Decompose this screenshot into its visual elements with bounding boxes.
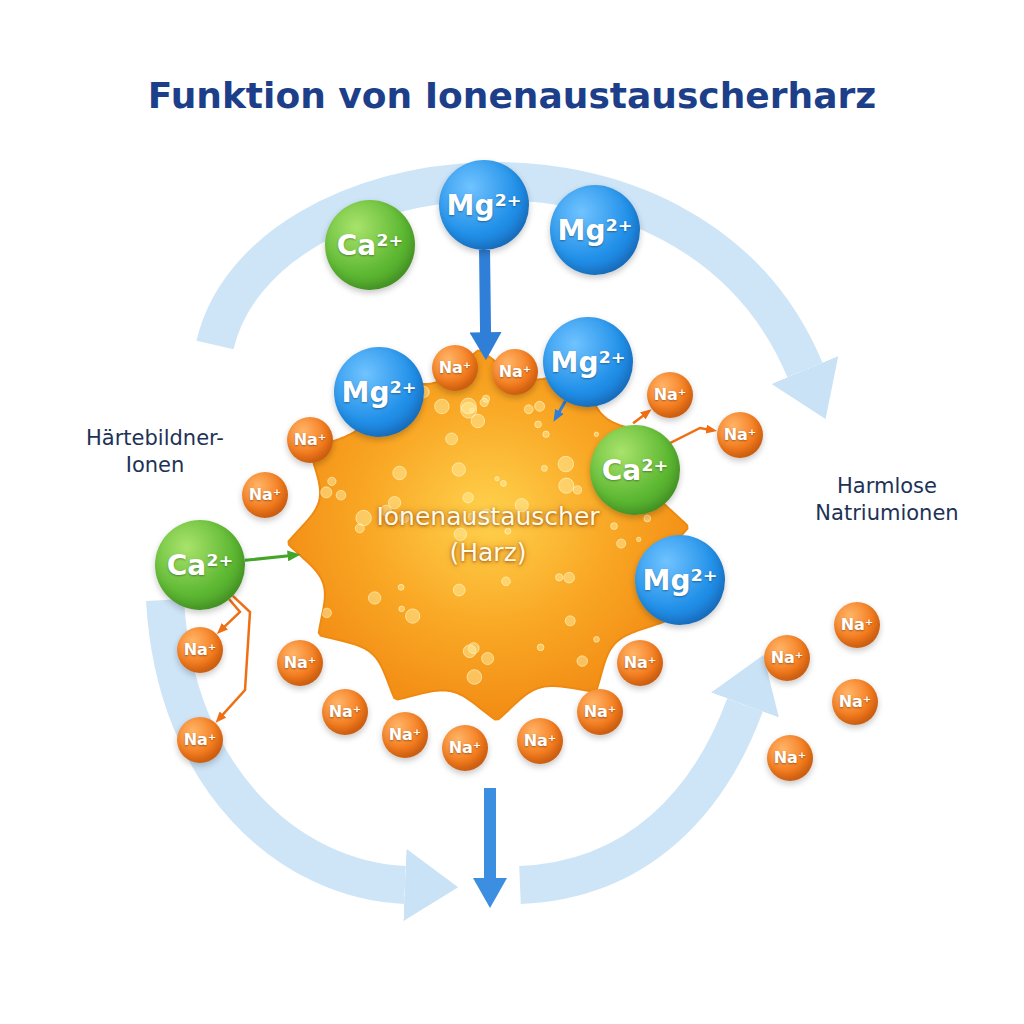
ion-label: Ca²⁺	[167, 549, 234, 582]
outflow-arrow	[484, 788, 496, 878]
ion-label: Na⁺	[841, 615, 874, 634]
resin-outline	[289, 350, 688, 719]
ion-label: Ionenaustauscher (Harz)	[348, 499, 628, 572]
ion-label: Mg²⁺	[551, 346, 626, 379]
diagram-title: Funktion von Ionenaustauscherharz	[148, 75, 876, 116]
ion-label: Na⁺	[389, 725, 422, 744]
calcium-ion: Ca²⁺	[155, 520, 245, 610]
cycle-arrow	[520, 705, 745, 885]
ion-label: Na⁺	[439, 358, 472, 377]
sodium-ion: Na⁺	[617, 640, 664, 687]
sodium-ion: Na⁺	[764, 635, 811, 682]
ion-label: Na⁺	[294, 430, 327, 449]
ion-label: Na⁺	[774, 748, 807, 767]
sodium-ion: Na⁺	[242, 472, 289, 519]
sodium-ion: Na⁺	[177, 627, 224, 674]
cycle-arrow	[215, 181, 805, 370]
sodium-ion: Na⁺	[517, 718, 564, 765]
sodium-ion: Na⁺	[382, 712, 429, 759]
sodium-ion: Na⁺	[834, 602, 881, 649]
sodium-ion: Na⁺	[832, 679, 879, 726]
ion-label: Na⁺	[284, 653, 317, 672]
sodium-ion: Na⁺	[647, 372, 694, 419]
ion-label: Na⁺	[624, 653, 657, 672]
ion-label: Na⁺	[839, 692, 872, 711]
ion-label: Mg²⁺	[643, 564, 718, 597]
ion-label: Na⁺	[184, 640, 217, 659]
ion-label: Mg²⁺	[342, 376, 417, 409]
ion-label: Na⁺	[449, 738, 482, 757]
label-holder: Harmlose Natriumionen	[787, 473, 987, 528]
ion-label: Na⁺	[499, 362, 532, 381]
sodium-ion: Na⁺	[767, 735, 814, 782]
sodium-ion: Na⁺	[577, 689, 624, 736]
ion-label: Mg²⁺	[447, 189, 522, 222]
ion-label: Na⁺	[329, 702, 362, 721]
title-holder: Funktion von Ionenaustauscherharz	[148, 75, 876, 116]
ion-label: Mg²⁺	[558, 214, 633, 247]
ion-arrow	[245, 555, 292, 560]
label-holder: Härtebildner- Ionen	[70, 425, 240, 480]
magnesium-ion: Mg²⁺	[439, 160, 529, 250]
ion-label: Na⁺	[249, 485, 282, 504]
sodium-ion: Na⁺	[277, 640, 324, 687]
ion-arrow	[633, 414, 645, 423]
ion-label: Ca²⁺	[337, 229, 404, 262]
magnesium-ion: Mg²⁺	[543, 317, 633, 407]
calcium-ion: Ca²⁺	[590, 425, 680, 515]
sodium-ion: Na⁺	[717, 412, 764, 459]
ion-label: Na⁺	[724, 425, 757, 444]
ion-arrow	[485, 250, 486, 341]
magnesium-ion: Mg²⁺	[334, 347, 424, 437]
ion-label: Na⁺	[584, 702, 617, 721]
ion-label: Na⁺	[524, 731, 557, 750]
sodium-ion: Na⁺	[322, 689, 369, 736]
magnesium-ion: Mg²⁺	[550, 185, 640, 275]
ion-arrow	[222, 599, 240, 628]
magnesium-ion: Mg²⁺	[635, 535, 725, 625]
calcium-ion: Ca²⁺	[325, 200, 415, 290]
side-label: Härtebildner- Ionen	[70, 425, 240, 480]
sodium-ion: Na⁺	[442, 725, 489, 772]
ion-arrow	[221, 596, 250, 717]
ion-label: Ca²⁺	[602, 454, 669, 487]
side-label: Harmlose Natriumionen	[787, 473, 987, 528]
ion-label: Na⁺	[654, 385, 687, 404]
ion-label: Na⁺	[184, 730, 217, 749]
ion-label: Na⁺	[771, 648, 804, 667]
